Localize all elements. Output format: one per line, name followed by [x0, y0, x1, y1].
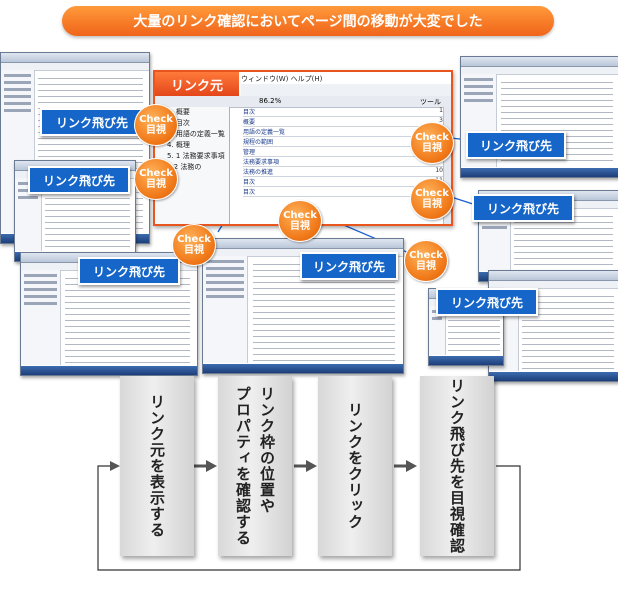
link-target-label: リンク飛び先 [472, 194, 574, 222]
step-label: リンク飛び先を目視確認 [448, 378, 466, 554]
step-label: リンク枠の位置や プロパティを確認する [234, 386, 276, 546]
step-label: リンクをクリック [346, 402, 364, 530]
link-target-label: リンク飛び先 [78, 257, 180, 285]
window-menu: ウィンドウ(W) ヘルプ(H) [241, 75, 323, 83]
link-target-label: リンク飛び先 [300, 252, 398, 280]
bookmark-item: 1. 概要 [167, 108, 190, 116]
link-target-label: リンク飛び先 [466, 131, 566, 159]
bookmark-item: 5. 1 法務要求事項 [167, 152, 225, 160]
zoom-level: 86.2% [259, 97, 282, 105]
step-check-link-frame: リンク枠の位置や プロパティを確認する [218, 376, 292, 556]
link-source-label: リンク元 [155, 72, 239, 96]
vertical-scrollbar[interactable] [443, 107, 451, 224]
bookmark-item: 5.2 法務の [167, 163, 202, 171]
link-target-label: リンク飛び先 [40, 108, 144, 136]
link-target-label: リンク飛び先 [28, 166, 130, 194]
step-label: リンク元を表示する [148, 394, 166, 538]
bookmark-item: 3. 用語の定義一覧 [167, 130, 225, 138]
step-verify-target: リンク飛び先を目視確認 [420, 376, 494, 556]
step-click-link: リンクをクリック [318, 376, 392, 556]
link-target-label: リンク飛び先 [436, 288, 538, 316]
bookmark-item: 4. 概理 [167, 141, 190, 149]
page-title: 大量のリンク確認においてページ間の移動が大変でした [62, 6, 554, 36]
step-display-source: リンク元を表示する [120, 376, 194, 556]
tool-menu: ツール [420, 98, 441, 106]
toolbar-secondary: 86.2% ツール [155, 96, 451, 108]
bookmark-item: 2. 目次 [167, 119, 190, 127]
